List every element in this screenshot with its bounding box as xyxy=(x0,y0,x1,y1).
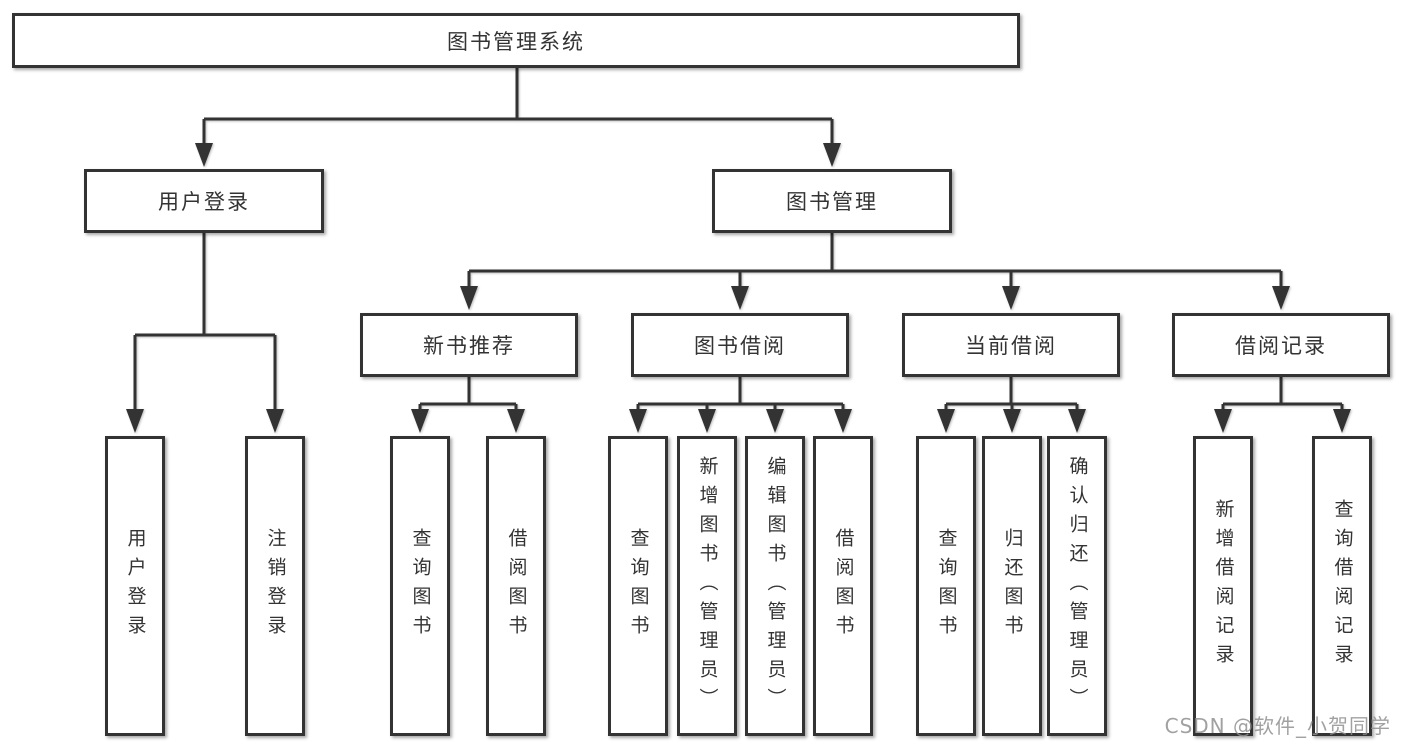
leaf-label: 查询借阅记录 xyxy=(1331,499,1354,673)
leaf-label: 新增借阅记录 xyxy=(1212,499,1235,673)
node-library-management-system: 图书管理系统 xyxy=(12,13,1020,68)
node-label: 用户登录 xyxy=(158,190,250,214)
node-current-borrowing: 当前借阅 xyxy=(902,313,1120,377)
leaf-confirm-return-admin: 确认归还（管理员） xyxy=(1047,436,1107,736)
node-label: 图书借阅 xyxy=(694,334,786,358)
leaf-label: 借阅图书 xyxy=(832,528,855,644)
node-user-login: 用户登录 xyxy=(84,169,324,233)
leaf-label: 查询图书 xyxy=(409,528,432,644)
leaf-label: 借阅图书 xyxy=(505,528,528,644)
leaf-borrow-books: 借阅图书 xyxy=(813,436,873,736)
leaf-label: 查询图书 xyxy=(935,528,958,644)
leaf-add-books-admin: 新增图书（管理员） xyxy=(677,436,737,736)
leaf-label: 新增图书（管理员） xyxy=(696,455,719,717)
leaf-query-books-borrow: 查询图书 xyxy=(608,436,668,736)
node-book-borrowing: 图书借阅 xyxy=(631,313,849,377)
connector-user-login-to-leaves xyxy=(126,233,284,433)
node-borrowing-records: 借阅记录 xyxy=(1172,313,1390,377)
node-label: 图书管理 xyxy=(786,190,878,214)
connector-book-management-to-level3 xyxy=(460,233,1290,310)
connector-new-book-recommend-to-leaves xyxy=(411,377,525,433)
leaf-query-books-recommend: 查询图书 xyxy=(390,436,450,736)
node-label: 当前借阅 xyxy=(965,334,1057,358)
node-label: 新书推荐 xyxy=(423,334,515,358)
leaf-query-borrow-record: 查询借阅记录 xyxy=(1312,436,1372,736)
leaf-add-borrow-record: 新增借阅记录 xyxy=(1193,436,1253,736)
connector-current-borrow-to-leaves xyxy=(937,377,1086,433)
node-book-management: 图书管理 xyxy=(712,169,952,233)
node-label: 借阅记录 xyxy=(1235,334,1327,358)
leaf-return-books: 归还图书 xyxy=(982,436,1042,736)
leaf-label: 归还图书 xyxy=(1001,528,1024,644)
leaf-logout: 注销登录 xyxy=(245,436,305,736)
csdn-watermark: CSDN @软件_小贺同学 xyxy=(1164,714,1391,738)
connector-root-to-level2 xyxy=(195,68,841,167)
connector-book-borrow-to-leaves xyxy=(629,377,852,433)
node-label: 图书管理系统 xyxy=(447,29,585,54)
leaf-borrow-books-recommend: 借阅图书 xyxy=(486,436,546,736)
node-new-book-recommendation: 新书推荐 xyxy=(360,313,578,377)
leaf-label: 确认归还（管理员） xyxy=(1066,455,1089,717)
leaf-label: 编辑图书（管理员） xyxy=(764,455,787,717)
leaf-label: 用户登录 xyxy=(124,528,147,644)
leaf-label: 注销登录 xyxy=(264,528,287,644)
connector-borrow-records-to-leaves xyxy=(1214,377,1351,433)
leaf-edit-books-admin: 编辑图书（管理员） xyxy=(745,436,805,736)
leaf-user-login: 用户登录 xyxy=(105,436,165,736)
leaf-label: 查询图书 xyxy=(627,528,650,644)
leaf-query-books-current: 查询图书 xyxy=(916,436,976,736)
